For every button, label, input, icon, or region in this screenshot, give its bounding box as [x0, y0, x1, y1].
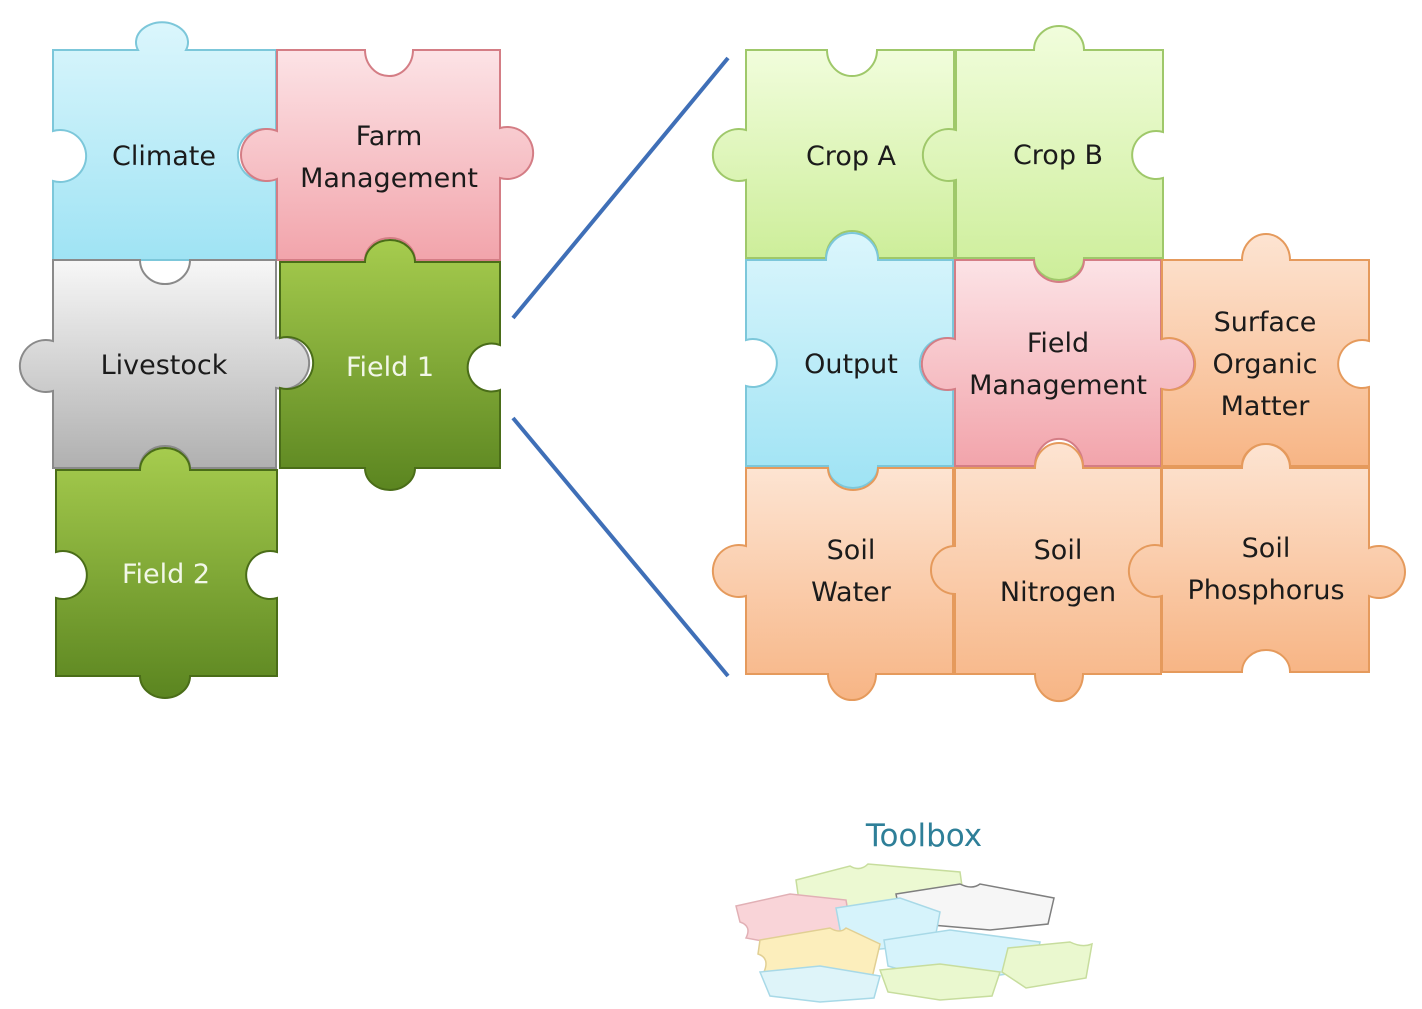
piece-label: Field 1 — [346, 352, 434, 383]
piece-surface-organic-matter: Surface Organic Matter — [1161, 233, 1370, 467]
right-puzzle-group: Crop A Crop B Output Field Management Su… — [711, 25, 1406, 703]
piece-soil-water: Soil Water — [711, 467, 978, 701]
left-puzzle-group: Climate Farm Management Livestock Field … — [18, 21, 535, 699]
piece-label: Water — [811, 577, 892, 608]
toolbox-pieces-pile — [735, 863, 1093, 1003]
piece-field-1: Field 1 — [279, 239, 501, 491]
piece-label: Crop B — [1013, 140, 1103, 171]
piece-label: Management — [300, 163, 478, 194]
piece-label: Nitrogen — [1000, 577, 1116, 608]
piece-livestock: Livestock — [18, 259, 311, 469]
piece-label: Climate — [112, 141, 216, 172]
piece-crop-b: Crop B — [921, 25, 1164, 281]
piece-label: Field 2 — [122, 559, 210, 590]
piece-label: Farm — [356, 121, 423, 152]
piece-label: Management — [969, 370, 1147, 401]
zoom-line-top — [511, 56, 730, 320]
toolbox: Toolbox — [735, 818, 1093, 1003]
piece-label: Surface — [1214, 307, 1317, 338]
piece-field-management: Field Management — [920, 259, 1196, 467]
piece-label: Soil — [1242, 533, 1291, 564]
zoom-line-bottom — [511, 416, 730, 678]
piece-label: Field — [1027, 328, 1089, 359]
piece-label: Organic — [1212, 349, 1317, 380]
toolbox-label: Toolbox — [865, 818, 982, 854]
piece-soil-phosphorus: Soil Phosphorus — [1127, 443, 1406, 673]
piece-label: Soil — [1034, 535, 1083, 566]
piece-crop-a: Crop A — [711, 49, 955, 259]
piece-climate: Climate — [52, 21, 277, 261]
piece-label: Output — [804, 349, 898, 380]
piece-label: Matter — [1221, 391, 1311, 422]
piece-label: Crop A — [806, 141, 897, 172]
piece-label: Livestock — [101, 350, 228, 381]
piece-label: Soil — [827, 535, 876, 566]
piece-label: Phosphorus — [1187, 575, 1344, 606]
piece-field-2: Field 2 — [55, 447, 278, 699]
piece-farm-management: Farm Management — [240, 49, 535, 261]
